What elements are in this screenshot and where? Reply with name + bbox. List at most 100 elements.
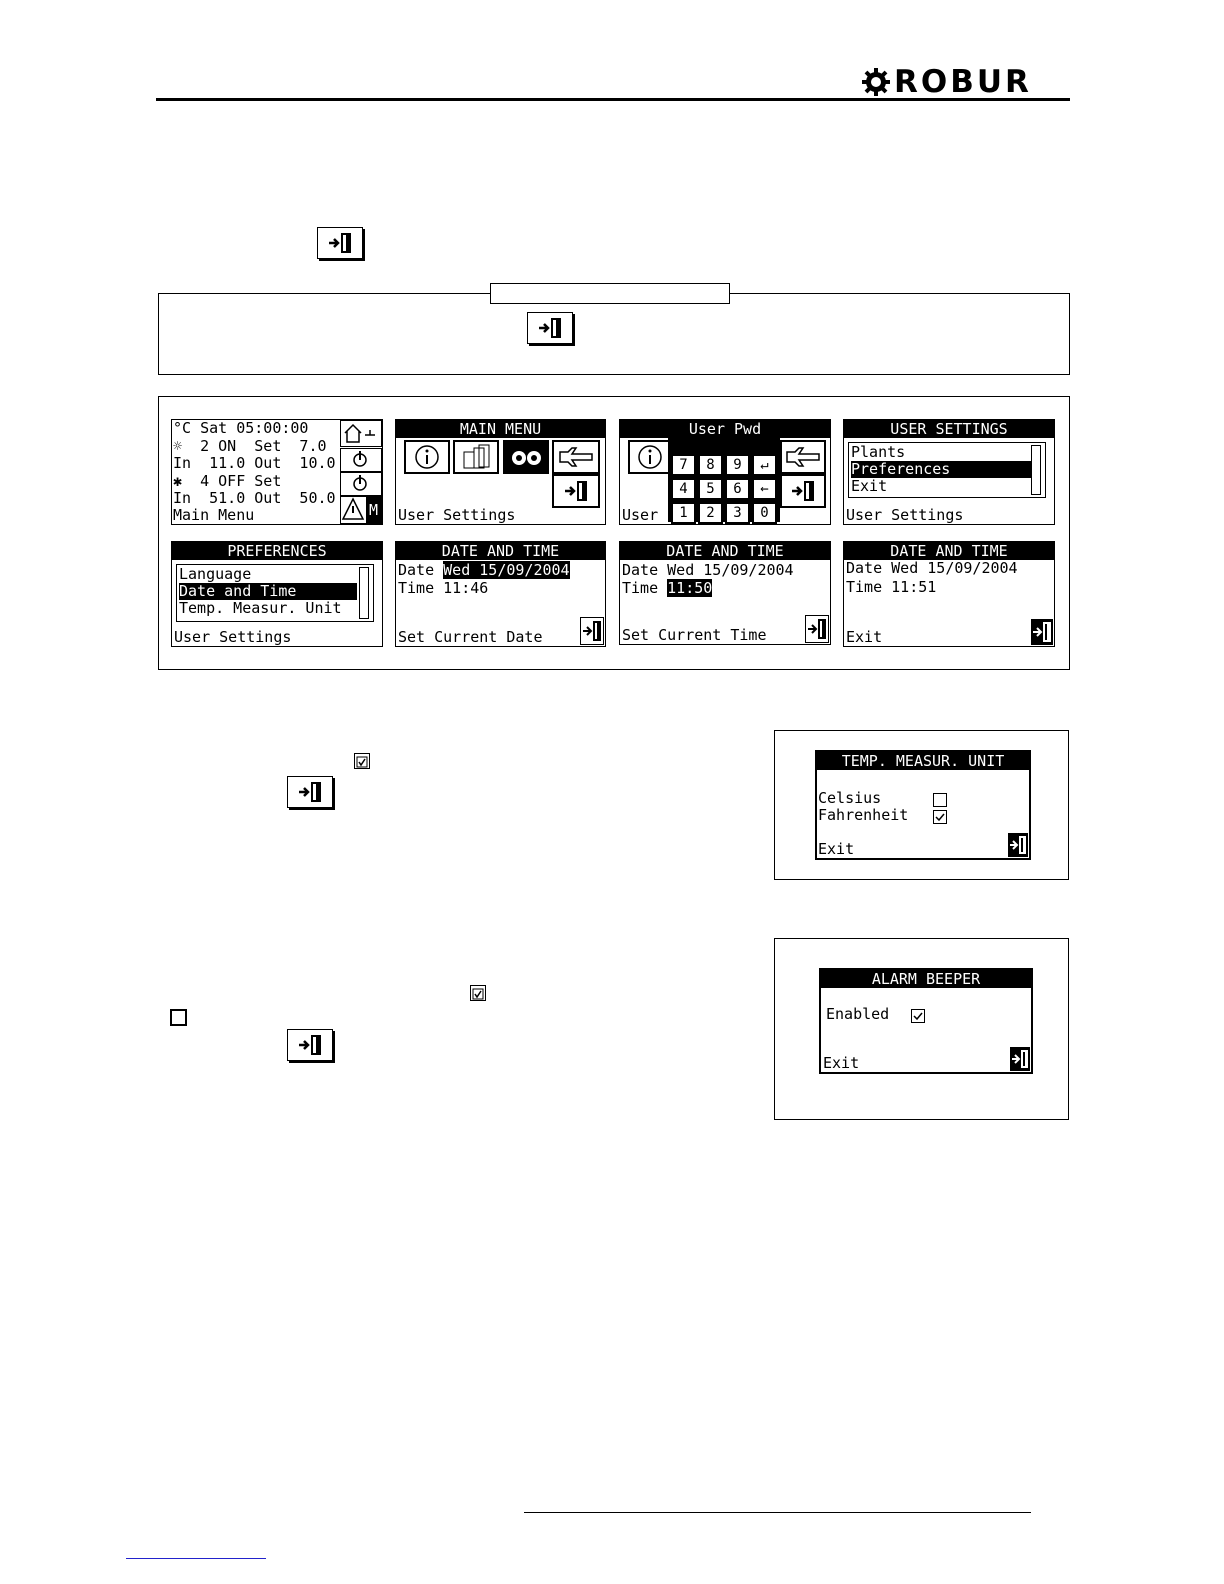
fahrenheit-label: Fahrenheit: [818, 806, 909, 824]
menu-item-temp-unit[interactable]: Temp. Measur. Unit: [179, 599, 342, 617]
screen-bottom-label: Exit: [823, 1054, 860, 1072]
exit-door-icon-selected[interactable]: [1008, 833, 1028, 857]
user-settings-screen: USER SETTINGS Plants Preferences Exit Us…: [843, 419, 1055, 525]
info-icon[interactable]: [628, 440, 672, 474]
menu-m-key: M: [366, 497, 381, 523]
power-icon[interactable]: [340, 448, 382, 472]
footer-rule: [524, 1512, 1031, 1513]
home-row-4: ✱ 4 OFF Set: [173, 472, 282, 490]
key-7[interactable]: 7: [671, 454, 696, 476]
exit-button-icon[interactable]: [287, 776, 333, 808]
date-label: Date: [398, 561, 444, 579]
screen-title: ALARM BEEPER: [821, 970, 1031, 988]
key-0[interactable]: 0: [752, 502, 777, 524]
exit-door-icon-selected[interactable]: [1010, 1047, 1030, 1071]
exit-door-icon[interactable]: [552, 474, 600, 508]
screen-bottom-label: Exit: [818, 840, 855, 858]
scrollbar[interactable]: [359, 567, 369, 619]
devices-icon[interactable]: [453, 440, 499, 474]
time-label: Time: [622, 579, 668, 597]
screen-bottom-label: User: [622, 506, 659, 524]
screen-title: User Pwd: [620, 420, 830, 438]
time-value-selected[interactable]: 11:50: [667, 579, 713, 597]
date-time-screen: DATE AND TIME Date Wed 15/09/2004 Time 1…: [395, 541, 606, 647]
exit-door-icon: [539, 318, 561, 338]
key-9[interactable]: 9: [725, 454, 750, 476]
menu-item-exit[interactable]: Exit: [851, 477, 888, 495]
celsius-label: Celsius: [818, 789, 882, 807]
key-enter[interactable]: ↵: [752, 454, 777, 476]
home-row-1: °C Sat 05:00:00: [173, 419, 309, 437]
note-box: [158, 293, 1070, 375]
power-icon[interactable]: [340, 472, 382, 496]
brand-logo: ROBUR: [862, 66, 1032, 98]
menu-item-date-and-time[interactable]: Date and Time: [179, 583, 357, 600]
fahrenheit-row: Fahrenheit: [818, 807, 908, 824]
menu-item-plants[interactable]: Plants: [851, 443, 906, 461]
home-bottom-label: Main Menu: [173, 506, 255, 524]
alarm-beeper-screen: ALARM BEEPER Enabled Exit: [819, 968, 1033, 1074]
home-row-3: In 11.0 Out 10.0: [173, 454, 336, 472]
screen-title: MAIN MENU: [396, 420, 605, 438]
key-backspace[interactable]: ←: [752, 478, 777, 500]
date-row: Date Wed 15/09/2004: [622, 561, 794, 579]
screen-bottom-label: User Settings: [846, 506, 964, 524]
menu-list: Language Date and Time Temp. Measur. Uni…: [176, 564, 374, 622]
home-screen: °C Sat 05:00:00 ☼ 2 ON Set 7.0 In 11.0 O…: [171, 419, 383, 525]
exit-door-icon-selected[interactable]: [1031, 619, 1053, 645]
screen-title: TEMP. MEASUR. UNIT: [817, 752, 1029, 770]
menu-item-language[interactable]: Language: [179, 565, 252, 583]
exit-door-icon[interactable]: [780, 474, 826, 508]
enabled-checkbox-checked[interactable]: [911, 1009, 925, 1023]
alarm-warning-icon[interactable]: M: [340, 496, 382, 524]
exit-button-icon[interactable]: [317, 227, 363, 259]
time-row: Time 11:50: [622, 579, 713, 597]
scrollbar[interactable]: [1031, 445, 1041, 495]
date-row: Date Wed 15/09/2004: [846, 559, 1018, 577]
celsius-row: Celsius: [818, 790, 881, 807]
home-house-icon[interactable]: [340, 420, 382, 447]
key-1[interactable]: 1: [671, 502, 696, 524]
wrench-icon[interactable]: [780, 440, 826, 474]
date-row: Date Wed 15/09/2004: [398, 561, 570, 579]
exit-door-icon[interactable]: [580, 617, 604, 645]
fahrenheit-checkbox-checked[interactable]: [933, 810, 947, 824]
header-rule: [156, 98, 1070, 101]
key-3[interactable]: 3: [725, 502, 750, 524]
main-menu-screen: MAIN MENU User Settings: [395, 419, 606, 525]
key-4[interactable]: 4: [671, 478, 696, 500]
menu-item-preferences[interactable]: Preferences: [851, 461, 1031, 478]
exit-door-icon[interactable]: [805, 615, 829, 643]
key-5[interactable]: 5: [698, 478, 723, 500]
exit-button-icon[interactable]: [527, 312, 573, 344]
key-6[interactable]: 6: [725, 478, 750, 500]
menu-list: Plants Preferences Exit: [848, 442, 1046, 498]
exit-button-icon[interactable]: [287, 1029, 333, 1061]
key-2[interactable]: 2: [698, 502, 723, 524]
checked-checkbox-icon: [354, 753, 370, 769]
enabled-row: Enabled: [826, 1006, 889, 1023]
screen-title: USER SETTINGS: [844, 420, 1054, 438]
screen-bottom-label: User Settings: [398, 506, 516, 524]
unchecked-checkbox-icon: [170, 1009, 187, 1026]
exit-door-icon: [329, 233, 351, 253]
key-8[interactable]: 8: [698, 454, 723, 476]
screen-title: DATE AND TIME: [844, 542, 1054, 560]
note-title-box: [490, 283, 730, 304]
preferences-screen: PREFERENCES Language Date and Time Temp.…: [171, 541, 383, 647]
wrench-icon[interactable]: [552, 440, 600, 474]
date-value-selected[interactable]: Wed 15/09/2004: [443, 561, 570, 579]
celsius-checkbox[interactable]: [933, 793, 947, 807]
home-row-5: In 51.0 Out 50.0: [173, 489, 336, 507]
home-row-2: ☼ 2 ON Set 7.0: [173, 437, 327, 455]
date-time-screen: DATE AND TIME Date Wed 15/09/2004 Time 1…: [619, 541, 831, 645]
screen-title: DATE AND TIME: [396, 542, 605, 560]
enabled-label: Enabled: [826, 1005, 890, 1023]
info-icon[interactable]: [404, 440, 450, 474]
settings-gears-icon[interactable]: [503, 440, 549, 474]
